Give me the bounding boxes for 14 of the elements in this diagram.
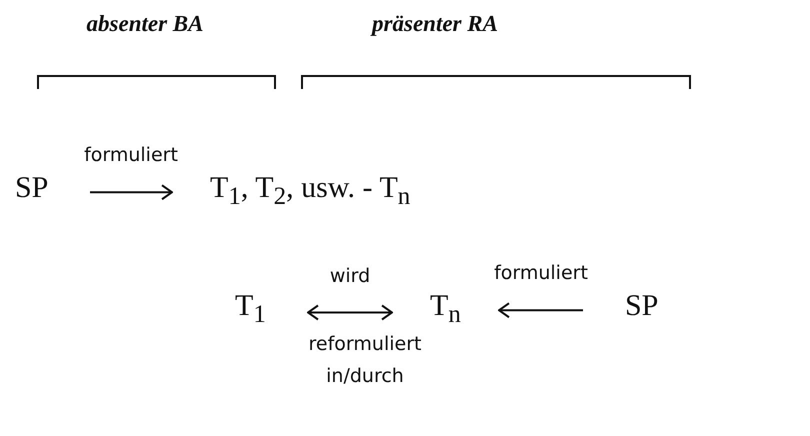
edge-label: formuliert bbox=[493, 262, 589, 284]
edge-label: wird bbox=[328, 264, 372, 286]
arrow bbox=[498, 302, 583, 318]
term-text: T$_{1}$ bbox=[235, 288, 266, 333]
annotation-label: reformuliert in/durch bbox=[308, 332, 422, 389]
term-text: T$_{n}$ bbox=[430, 288, 461, 333]
heading-label: absenter BA bbox=[86, 10, 204, 38]
heading-label: präsenter RA bbox=[369, 10, 499, 38]
term-text: SP bbox=[15, 170, 48, 206]
term-text: T$_{1}$, T$_{2}$, usw. - T$_{n}$ bbox=[210, 170, 410, 215]
arrow bbox=[90, 184, 173, 200]
edge-label: formuliert bbox=[83, 144, 179, 166]
arrow bbox=[307, 304, 393, 320]
term-text: SP bbox=[625, 288, 658, 324]
